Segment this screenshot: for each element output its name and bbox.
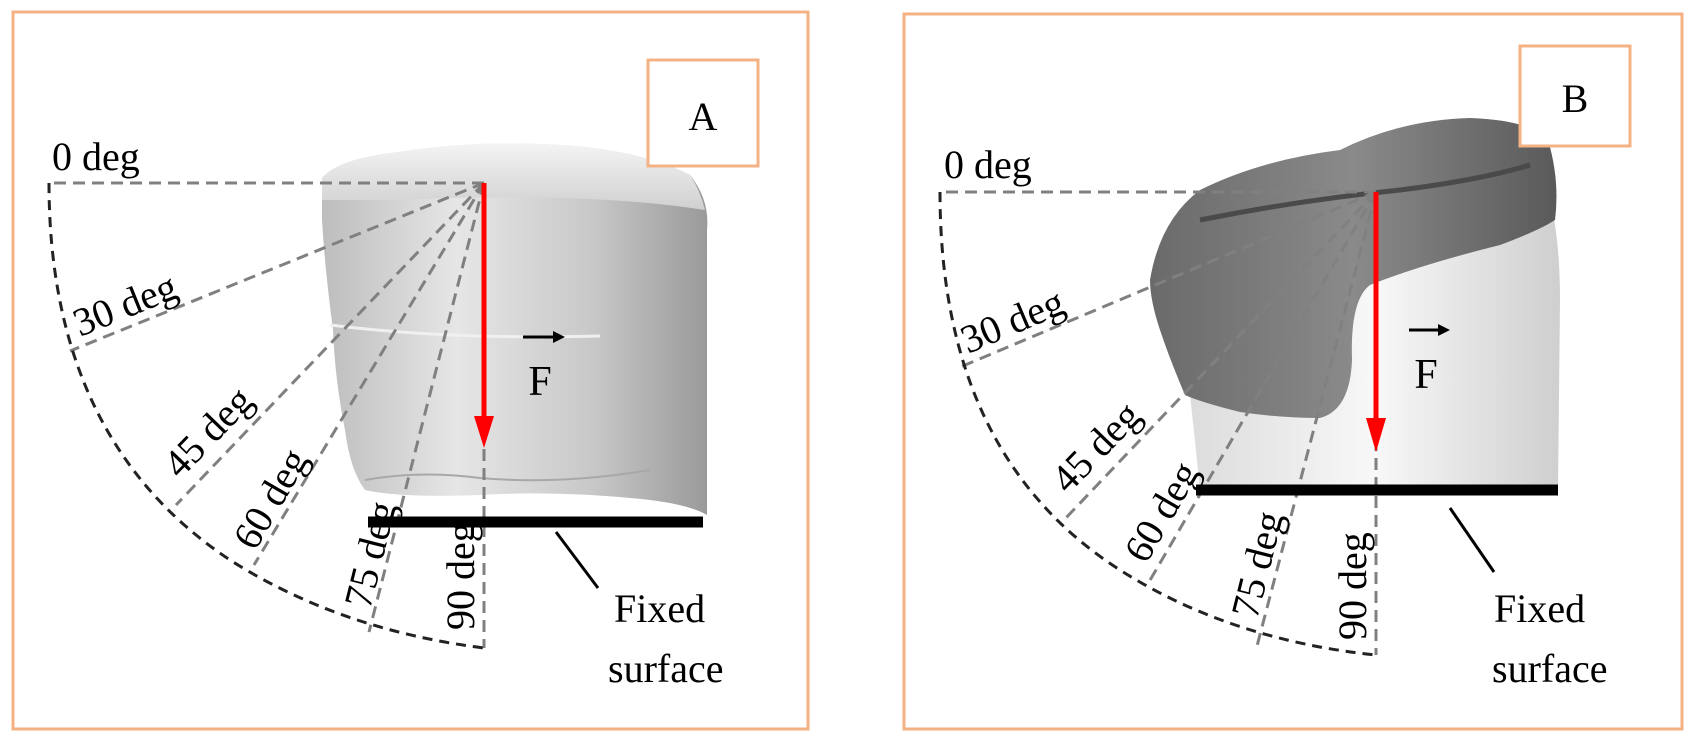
- angle-label-90-a: 90 deg: [438, 522, 483, 630]
- panel-a-label-box: [646, 58, 760, 168]
- panel-b-label-box: [1518, 44, 1632, 148]
- angle-line-60-a: [252, 182, 486, 566]
- panel-b-label: B: [1562, 76, 1589, 121]
- tooth-model-a: [322, 143, 708, 515]
- fixed-surface-label-b-line1: Fixed: [1494, 586, 1585, 631]
- force-vector-symbol-b: [1409, 324, 1450, 336]
- panel-a-frame: [11, 10, 810, 731]
- fixed-surface-label-b-line2: surface: [1492, 646, 1607, 691]
- force-label-b: F: [1414, 352, 1437, 398]
- angle-arc-b: [938, 191, 1377, 657]
- panel-a-label: A: [689, 94, 718, 139]
- fixed-surface-label-a-line1: Fixed: [614, 586, 705, 631]
- force-label-a: F: [528, 359, 551, 405]
- fixed-surface-pointer-a: [554, 531, 600, 589]
- angle-label-0-a: 0 deg: [52, 134, 140, 179]
- angle-label-60-a: 60 deg: [224, 441, 317, 557]
- angle-label-75-a: 75 deg: [335, 497, 405, 612]
- panel-b: B 0 deg 30 deg 45 deg 60 deg 75 deg 90 d…: [902, 12, 1684, 731]
- angle-label-60-b: 60 deg: [1115, 454, 1208, 570]
- angle-line-45-a: [174, 181, 486, 507]
- angle-label-75-b: 75 deg: [1222, 507, 1292, 622]
- angle-line-75-b: [1255, 191, 1378, 647]
- force-vector-symbol-a: [523, 331, 565, 343]
- angle-label-0-b: 0 deg: [944, 142, 1032, 187]
- angle-line-75-a: [367, 182, 486, 633]
- panel-a: A 0 deg 30 deg 45 deg 60 deg 75 deg 90 d…: [11, 10, 810, 731]
- fixed-surface-label-a-line2: surface: [608, 646, 723, 691]
- panel-b-frame: [902, 12, 1684, 731]
- angle-line-30-a: [69, 181, 485, 353]
- force-arrow-b: [1366, 192, 1386, 452]
- angle-label-30-b: 30 deg: [954, 279, 1071, 363]
- fixed-surface-pointer-b: [1448, 507, 1496, 573]
- angle-label-90-b: 90 deg: [1330, 532, 1375, 640]
- angle-label-30-a: 30 deg: [67, 263, 184, 345]
- tooth-model-b: [1150, 118, 1560, 490]
- force-arrow-a: [474, 183, 494, 448]
